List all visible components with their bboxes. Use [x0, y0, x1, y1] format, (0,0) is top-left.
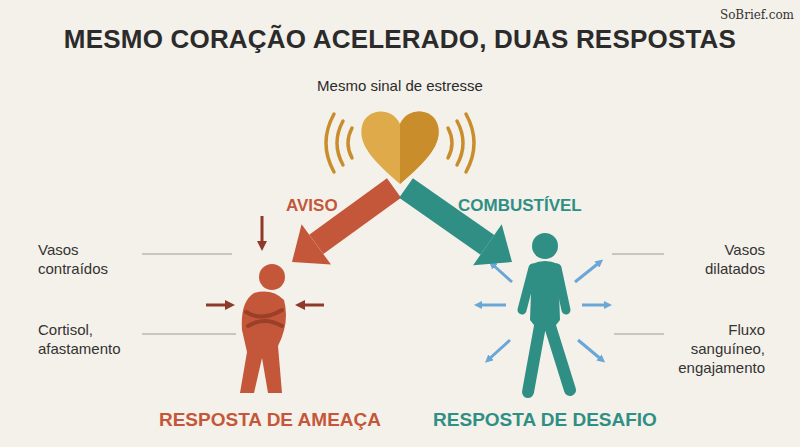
response-node: RESPOSTA DE DESAFIO	[416, 262, 674, 434]
signal-heading: Mesmo sinal de estresse	[296, 76, 504, 95]
stress-signal-node: Mesmo sinal de estresse	[296, 72, 504, 188]
leader-lines	[142, 254, 664, 334]
response-node: RESPOSTA DE AMEAÇA	[146, 262, 394, 434]
response-label: RESPOSTA DE AMEAÇA	[146, 408, 394, 431]
callout-label: Cortisol, afastamento	[38, 320, 138, 358]
callout-label: Vasos contraídos	[38, 240, 138, 278]
response-label: RESPOSTA DE DESAFIO	[416, 408, 674, 431]
arrow-label: COMBUSTÍVEL	[458, 196, 582, 216]
callout-label: Fluxo sanguíneo, engajamento	[668, 320, 765, 377]
diagram-title: MESMO CORAÇÃO ACELERADO, DUAS RESPOSTAS	[0, 24, 800, 54]
callout-label: Vasos dilatados	[668, 240, 765, 278]
watermark: SoBrief.com	[690, 8, 794, 22]
arrow-label: AVISO	[286, 196, 338, 216]
heart-icon	[326, 111, 474, 184]
